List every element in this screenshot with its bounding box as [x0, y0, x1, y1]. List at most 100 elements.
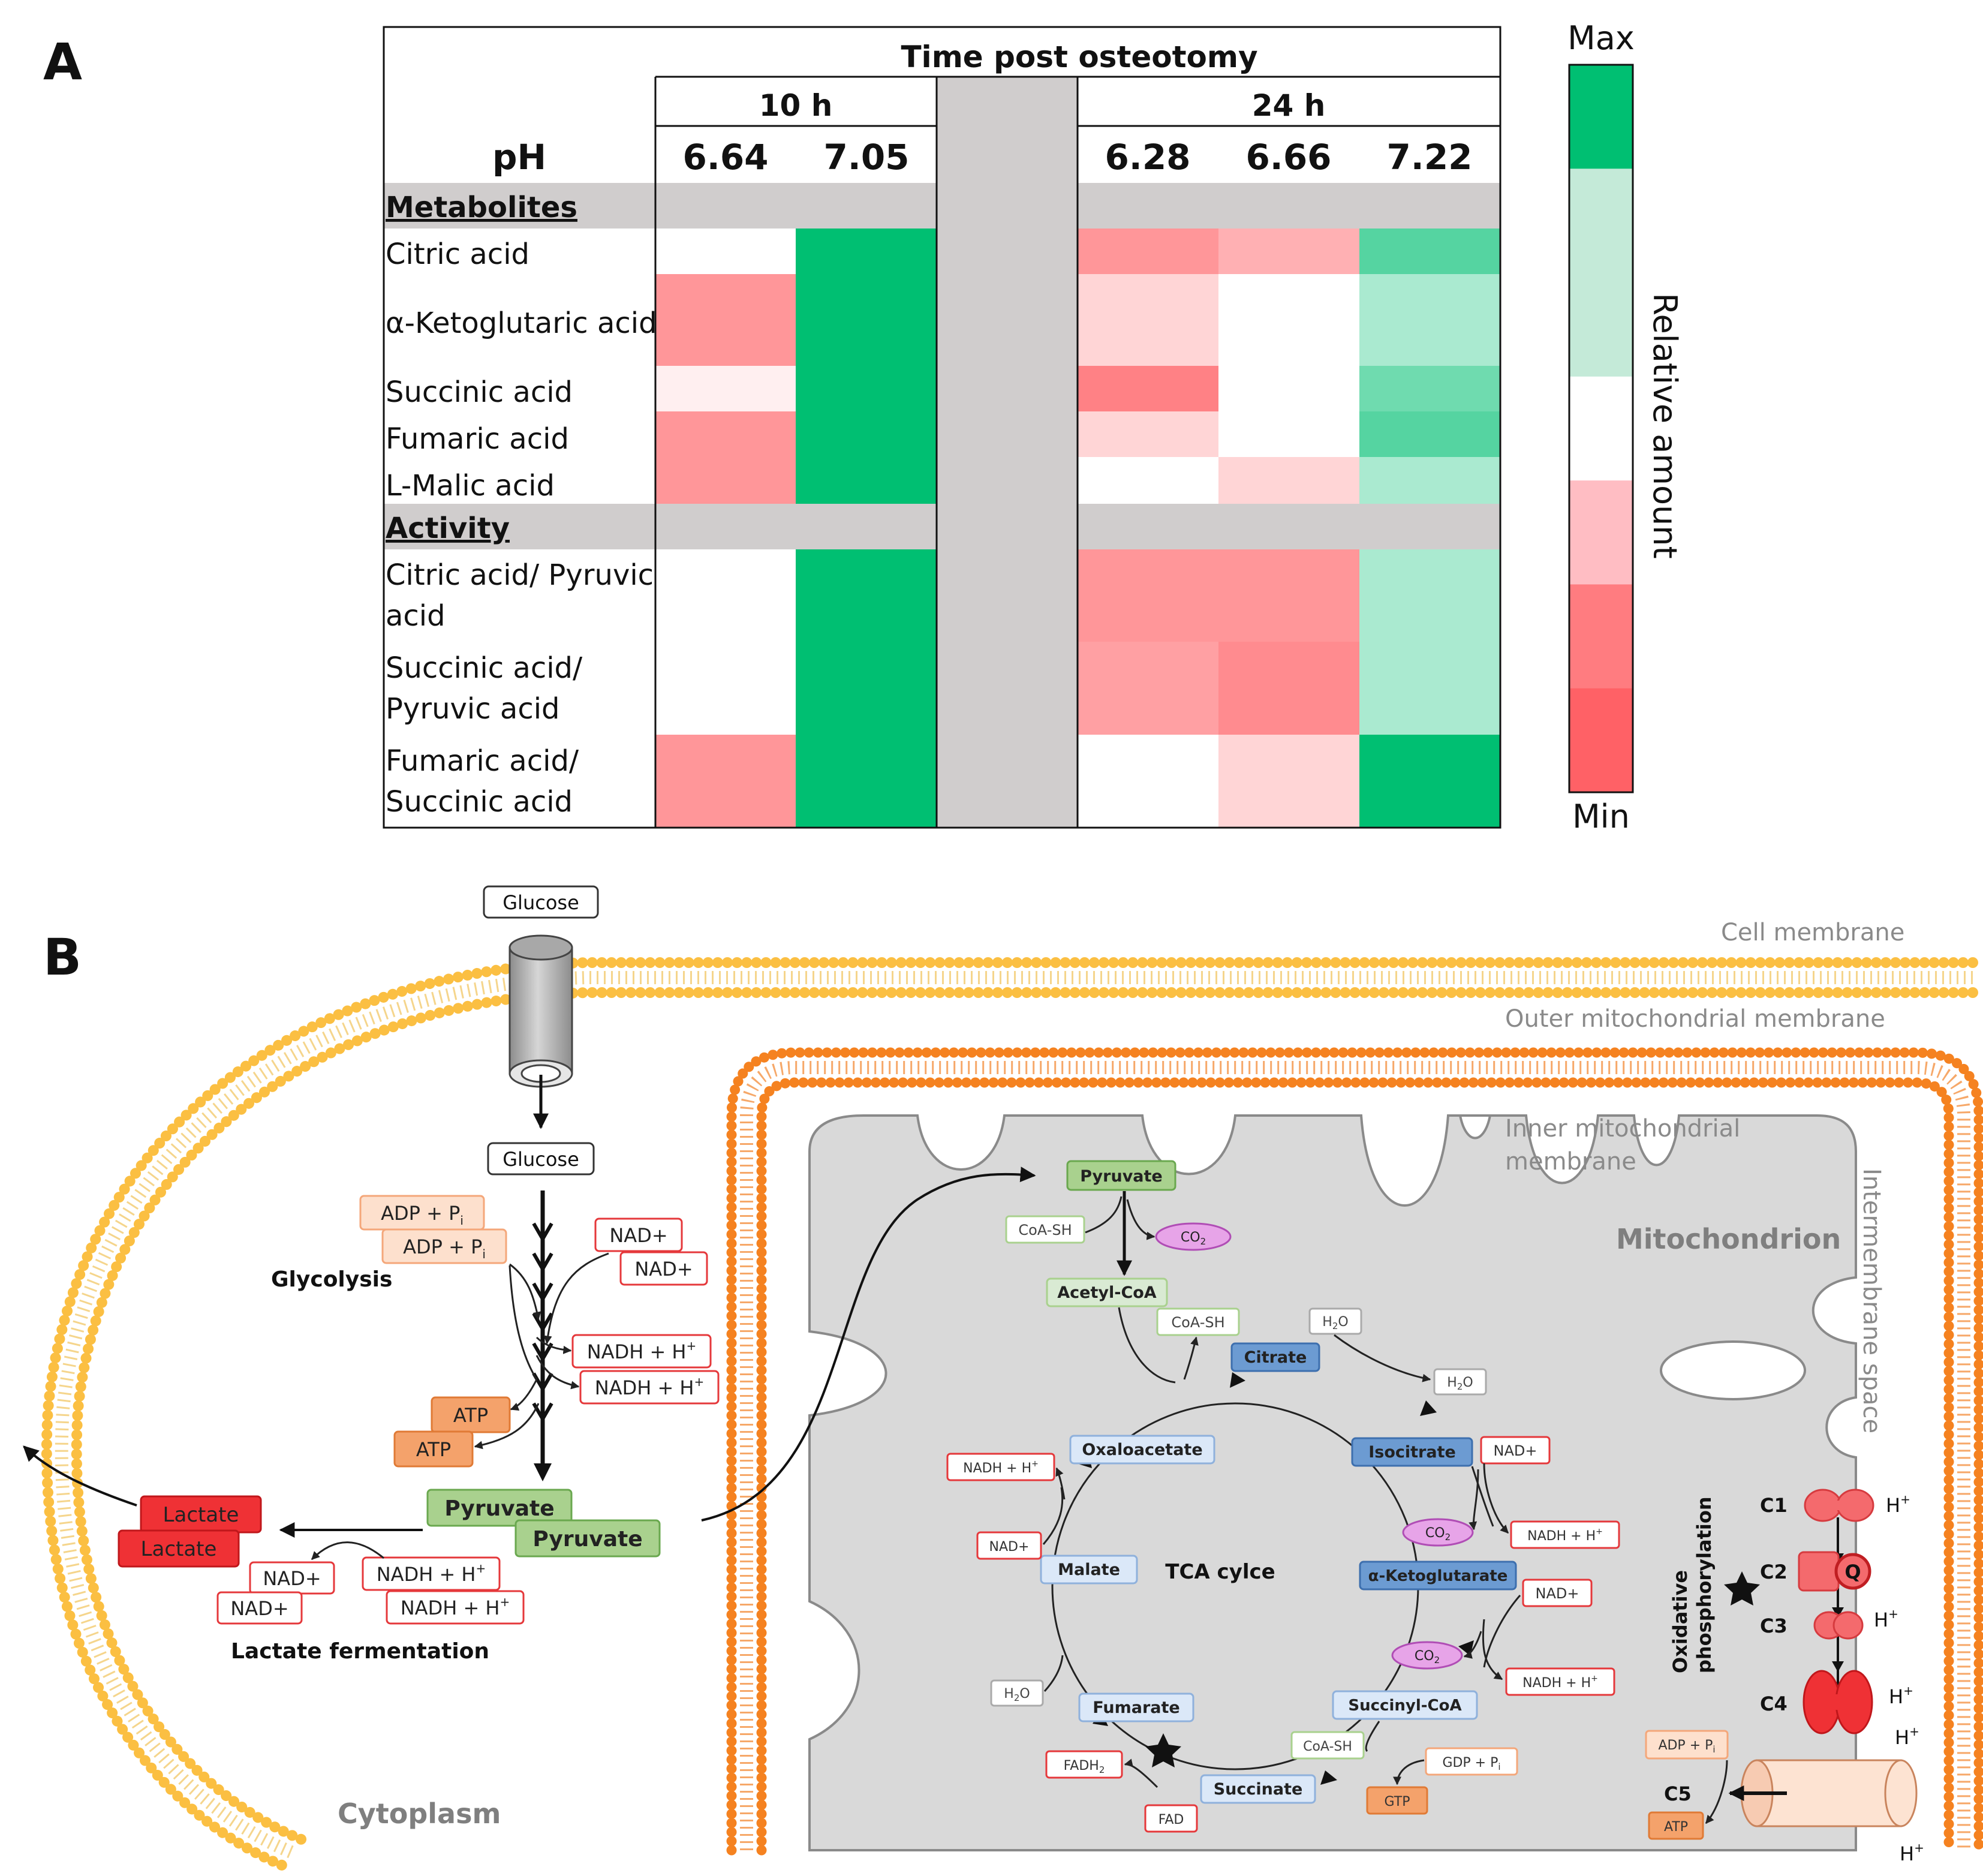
- colorbar-min-label: Min: [1572, 798, 1630, 835]
- coash-arrow: [1085, 1196, 1123, 1234]
- nadh-box: [1510, 1520, 1620, 1549]
- colorbar-step: [1569, 272, 1633, 377]
- group-header-24h: 24 h: [1252, 88, 1326, 123]
- table-title: Time post osteotomy: [901, 40, 1257, 74]
- gtp-arrow: [1393, 1759, 1425, 1785]
- h2o-arrow: [1334, 1334, 1431, 1382]
- akg-step: [1483, 1595, 1521, 1668]
- glycolysis-side-arrows: [474, 1252, 609, 1450]
- colorbar-step: [1569, 65, 1633, 169]
- fad-label: FAD: [1158, 1812, 1184, 1827]
- malate: Malate: [1058, 1561, 1120, 1579]
- coash-release-arrow: [1183, 1336, 1199, 1380]
- complex-4-link: [1829, 1694, 1847, 1710]
- heatmap-cell: [1218, 642, 1359, 735]
- atp-label: ATP: [416, 1438, 451, 1461]
- cell-membrane-heads-inner: [71, 987, 1978, 1845]
- mitochondrion-label: Mitochondrion: [1616, 1223, 1841, 1255]
- h2o-label: H2O: [1322, 1315, 1348, 1331]
- heatmap-cell: [1218, 549, 1359, 642]
- heatmap-cell: [655, 274, 796, 366]
- nadh-label: NADH + H+: [587, 1339, 697, 1363]
- nad-label: NAD+: [1536, 1585, 1579, 1602]
- nad-box: [976, 1531, 1042, 1560]
- heatmap-cell: [1078, 642, 1218, 735]
- oxaloacetate: Oxaloacetate: [1082, 1441, 1202, 1459]
- outer-membrane-heads-outer: [726, 1047, 1983, 1856]
- row-label: Citric acid/ Pyruvic: [386, 558, 654, 592]
- gdp-label: GDP + Pi: [1442, 1755, 1500, 1772]
- complex-3: [1832, 1611, 1864, 1640]
- tca-pyruvate: Pyruvate: [1080, 1167, 1162, 1186]
- nad-label: NAD+: [230, 1597, 288, 1620]
- nadh-box: [946, 1453, 1055, 1481]
- table-frame: [383, 26, 1501, 829]
- co2-label: CO2: [1415, 1649, 1440, 1665]
- lactate-box: [118, 1529, 240, 1568]
- cell-membrane-tails: [55, 971, 1973, 1860]
- fermentation-label: Lactate fermentation: [231, 1639, 489, 1664]
- colorbar-step: [1569, 376, 1633, 481]
- heatmap-cell: [1359, 735, 1500, 828]
- coash-label: CoA-SH: [1303, 1739, 1352, 1754]
- fadh2-arrow: [1124, 1758, 1158, 1788]
- adp-label: ADP + Pi: [403, 1235, 486, 1261]
- outer-membrane-label: Outer mitochondrial membrane: [1505, 1005, 1885, 1033]
- inner-membrane-label: membrane: [1505, 1148, 1636, 1175]
- heatmap-cell: [1078, 457, 1218, 504]
- colorbar-step: [1569, 169, 1633, 273]
- malate-box: [1040, 1555, 1138, 1585]
- heatmap-cell: [1359, 642, 1500, 735]
- fermentation-cofactor-arrow: [311, 1541, 384, 1561]
- coash-box: [1005, 1215, 1085, 1244]
- section-activity: Activity: [386, 512, 510, 545]
- row-label: Citric acid: [386, 237, 529, 271]
- heatmap-cell: [1359, 274, 1500, 366]
- coash-label: CoA-SH: [1018, 1222, 1072, 1238]
- heatmap-cell: [1218, 274, 1359, 366]
- heatmap-cell: [1218, 229, 1359, 274]
- nad-label: NAD+: [1494, 1442, 1537, 1459]
- heatmap-cell: [1078, 366, 1218, 411]
- row-label: Succinic acid: [386, 375, 573, 409]
- nad-label: NAD+: [263, 1567, 321, 1590]
- row-label: L-Malic acid: [386, 469, 555, 503]
- heatmap-cell: [1218, 366, 1359, 411]
- proton-label: H+: [1874, 1607, 1898, 1631]
- ph-value: 7.05: [823, 137, 909, 178]
- glucose-transporter: [508, 946, 573, 1075]
- heatmap-cell: [1078, 735, 1218, 828]
- nad-label: NAD+: [609, 1224, 667, 1247]
- proton-label: H+: [1886, 1492, 1910, 1517]
- alpha-ketoglutarate: α-Ketoglutarate: [1368, 1567, 1508, 1585]
- colorbar-title: Relative amount: [1646, 293, 1684, 558]
- complex-1-link: [1835, 1501, 1843, 1510]
- nad-label: NAD+: [989, 1540, 1030, 1555]
- isocitrate: Isocitrate: [1368, 1443, 1456, 1462]
- heatmap-cell: [1359, 411, 1500, 457]
- pyruvate-label: Pyruvate: [444, 1496, 554, 1521]
- glucose-outside: Glucose: [502, 891, 579, 914]
- heatmap-cell: [1078, 411, 1218, 457]
- fadh2-label: FADH2: [1064, 1758, 1105, 1775]
- gtp-label: GTP: [1385, 1794, 1410, 1809]
- outer-membrane-heads-inner: [756, 1077, 1954, 1856]
- coash-box: [1290, 1731, 1365, 1760]
- h2o-box: [990, 1679, 1044, 1707]
- nadh-arrow: [1483, 1463, 1509, 1534]
- ph-label: pH: [492, 137, 546, 178]
- nad-box: [619, 1251, 708, 1286]
- heatmap-cell: [796, 735, 937, 828]
- nadh-box: [571, 1334, 712, 1369]
- heatmap-cell: [796, 457, 937, 504]
- h2o-box: [1308, 1307, 1362, 1335]
- glucose-transporter-top: [508, 934, 573, 961]
- atp-box: [393, 1430, 474, 1468]
- h2o-box: [1433, 1368, 1487, 1396]
- gtp-box: [1366, 1786, 1428, 1815]
- complex-label: C5: [1664, 1782, 1692, 1805]
- heatmap-cell: [796, 229, 937, 274]
- nadh-box: [1505, 1667, 1615, 1696]
- star-icon: [1145, 1733, 1181, 1767]
